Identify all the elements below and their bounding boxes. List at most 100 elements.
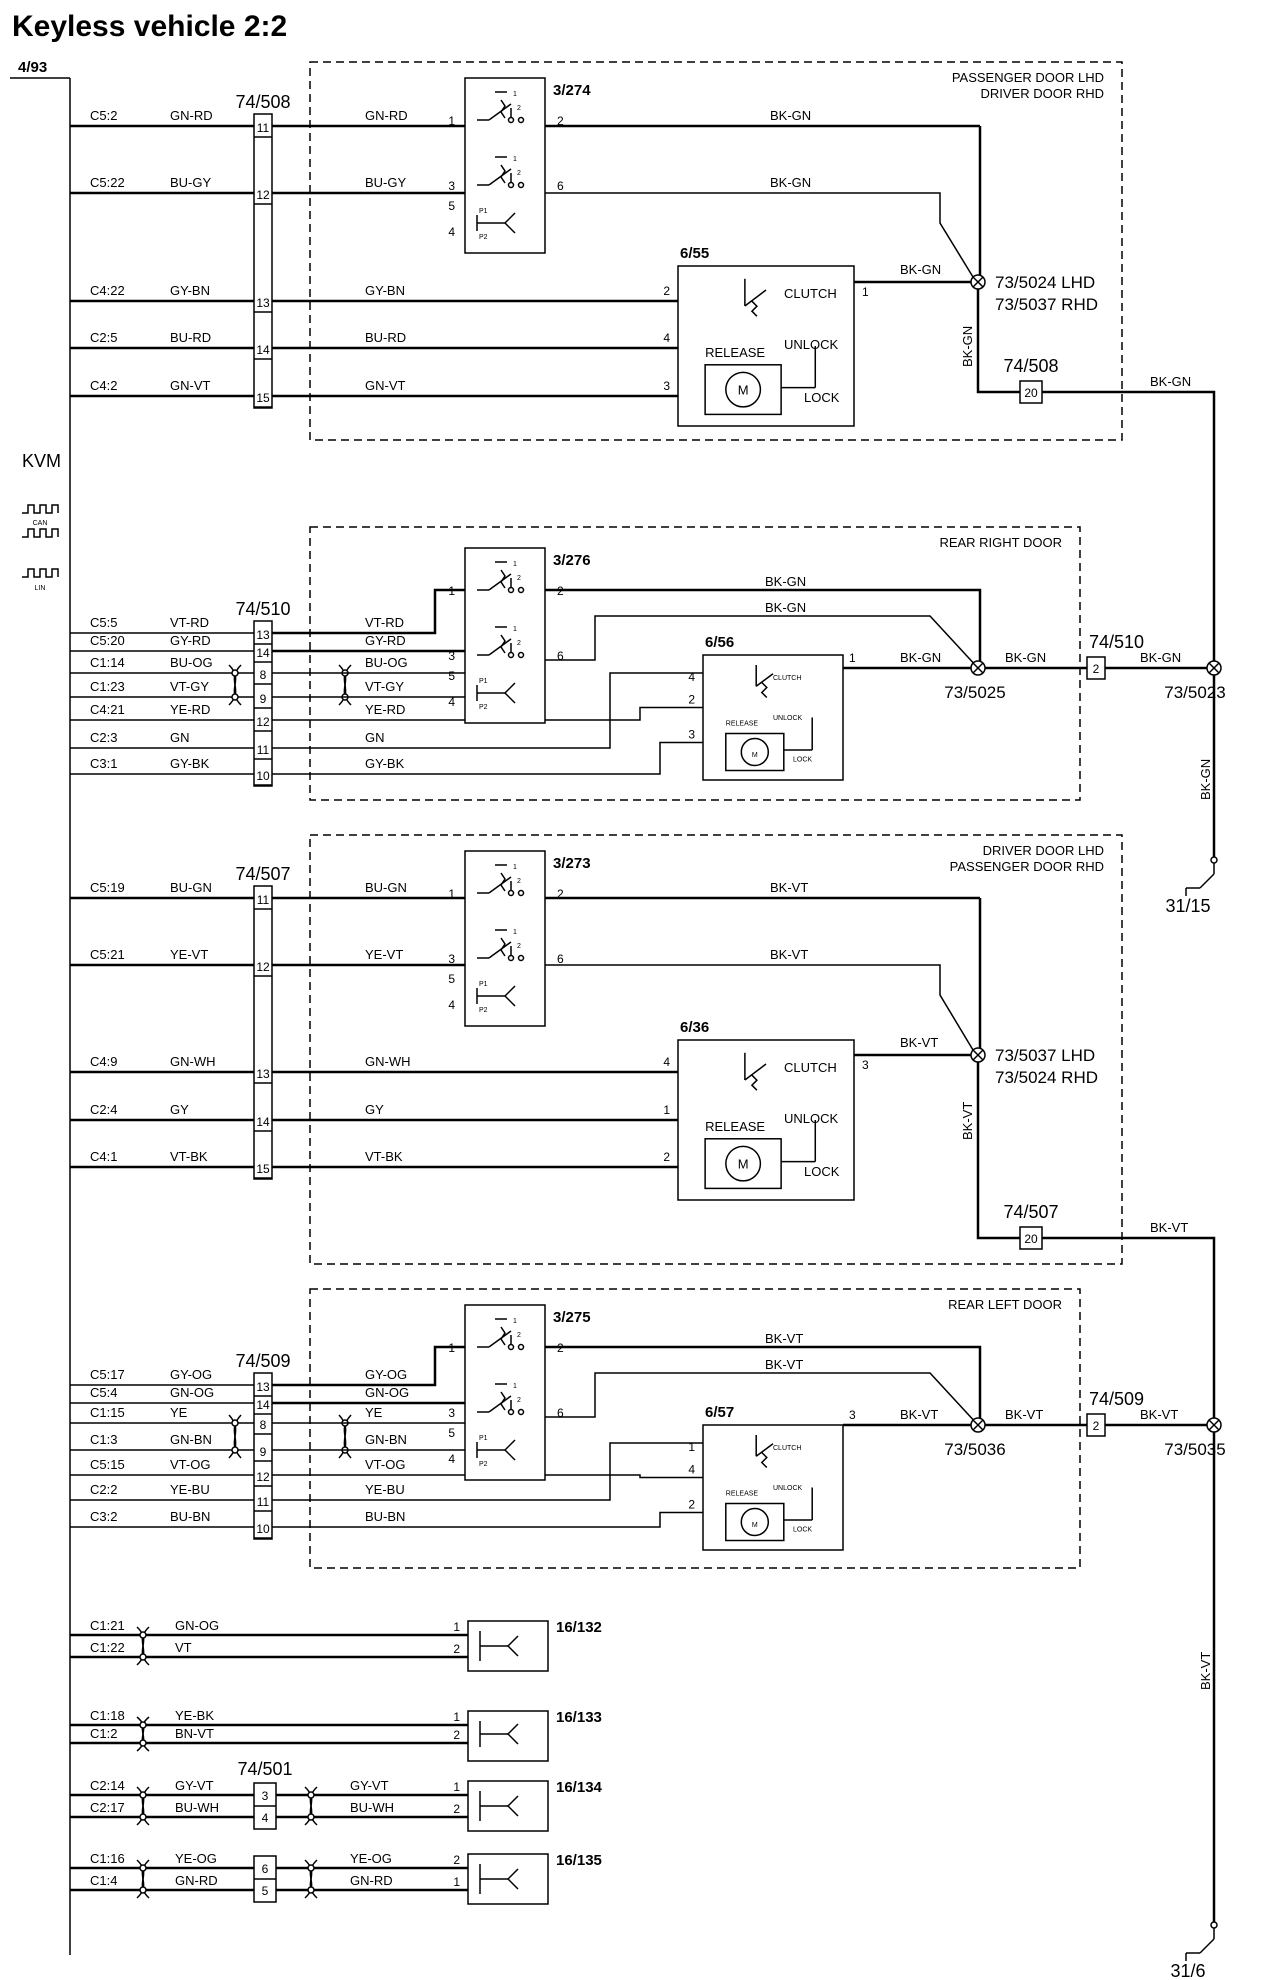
switch-pin-number: 6 — [557, 649, 564, 663]
switch-ref: 3/275 — [553, 1309, 591, 1326]
twist-node — [139, 1721, 147, 1729]
switch-contact-label: 1 — [513, 864, 517, 871]
wire-color: YE-BU — [170, 1482, 210, 1497]
switch-contact-label: 2 — [517, 1332, 521, 1339]
wire-color: GY-OG — [365, 1367, 407, 1382]
twist-strand — [228, 664, 242, 706]
lock-lock-label: LOCK — [804, 1164, 840, 1179]
twisted-pair-icon — [136, 1716, 150, 1752]
switch-blade — [488, 103, 512, 121]
switch-spring — [500, 634, 506, 654]
switch-contact-label: 1 — [513, 561, 517, 568]
wire-color: YE-RD — [170, 702, 210, 717]
inline-connector-ref: 74/508 — [1003, 356, 1058, 376]
main-splice — [1206, 1417, 1222, 1433]
wire-color: BK-GN — [1140, 650, 1181, 665]
lock-pin-number: 2 — [688, 693, 695, 707]
switch-node — [517, 1408, 525, 1416]
switch-spring — [500, 1391, 506, 1411]
wire-color: BK-GN — [1005, 650, 1046, 665]
module-pin: C4:21 — [90, 702, 125, 717]
wire-color: YE-VT — [365, 947, 403, 962]
switch-pin-number: 1 — [448, 1341, 455, 1355]
connector-pin: 10 — [256, 769, 270, 783]
twist-strand — [228, 1414, 242, 1459]
antenna-pin-label: P2 — [479, 704, 488, 711]
wire-color: GN-OG — [175, 1618, 219, 1633]
twist-node — [139, 1886, 147, 1894]
connector-pin: 15 — [256, 1162, 270, 1176]
splice-label: 73/5024 LHD — [995, 273, 1095, 292]
lock-pin-number: 1 — [663, 1103, 670, 1117]
switch-pin-number: 4 — [448, 998, 455, 1012]
switch-node — [517, 889, 525, 897]
wire-color: GN-OG — [170, 1385, 214, 1400]
wire-color: BK-VT — [960, 1102, 975, 1140]
module-pin: C5:22 — [90, 175, 125, 190]
switch-blade — [488, 941, 512, 959]
antenna-pin-label: P1 — [479, 208, 488, 215]
lock-pin-number: 3 — [849, 1408, 856, 1422]
connector-ref: 74/507 — [235, 864, 290, 884]
switch-ref: 3/276 — [553, 552, 591, 569]
wire-color: BK-GN — [1198, 759, 1213, 800]
module-pin: C1:15 — [90, 1405, 125, 1420]
door-splice — [970, 660, 986, 676]
antenna-icon — [504, 1439, 516, 1451]
clutch-blade — [755, 673, 774, 687]
connector-body — [253, 885, 273, 1180]
door-zone-label: DRIVER DOOR RHD — [980, 86, 1104, 101]
antenna-pin-label: P2 — [479, 1007, 488, 1014]
switch-output-wire — [545, 964, 974, 1051]
module-pin: C5:2 — [90, 108, 117, 123]
connector-pin: 8 — [260, 1418, 267, 1432]
lock-pin-number: 3 — [663, 379, 670, 393]
wire-color: GN-BN — [365, 1432, 407, 1447]
switch-node — [517, 116, 525, 124]
wire-color: BK-VT — [1150, 1220, 1188, 1235]
connector-pin: 14 — [256, 646, 270, 660]
inline-connector-pin: 2 — [1093, 662, 1100, 676]
switch-node — [517, 586, 525, 594]
switch-pin-number: 4 — [448, 695, 455, 709]
splice-cross — [972, 662, 984, 674]
connector-ref: 74/501 — [237, 1759, 292, 1779]
wire-color: BU-GY — [365, 175, 407, 190]
wire-color: GN-BN — [170, 1432, 212, 1447]
lock-clutch-label: CLUTCH — [773, 1445, 801, 1452]
switch-pin-number: 4 — [448, 1452, 455, 1466]
switch-node — [517, 651, 525, 659]
connector-pin: 4 — [262, 1811, 269, 1825]
connector-pin: 9 — [260, 692, 267, 706]
switch-spring — [500, 569, 506, 589]
ground-point: 31/15 — [1165, 856, 1218, 916]
clutch-spring — [760, 681, 768, 699]
switch-pin-number: 1 — [448, 114, 455, 128]
wire-color: BK-GN — [770, 108, 811, 123]
switch-spring — [500, 937, 506, 957]
door-zone-label: DRIVER DOOR LHD — [983, 843, 1104, 858]
twisted-pair-icon — [304, 1786, 318, 1826]
connector-pin: 13 — [256, 628, 270, 642]
twisted-pair-icon — [304, 1859, 318, 1899]
splice-label: 73/5037 RHD — [995, 295, 1098, 314]
switch-node — [507, 889, 515, 897]
switch-pin-number: 3 — [448, 179, 455, 193]
antenna-housing — [467, 1710, 549, 1762]
signal-wave-icon — [22, 504, 59, 514]
switch-contact-label: 2 — [517, 640, 521, 647]
antenna-ref: 16/135 — [556, 1852, 602, 1869]
module-pin: C1:18 — [90, 1708, 125, 1723]
wire-color: BK-VT — [765, 1357, 803, 1372]
module-pin: C4:2 — [90, 378, 117, 393]
inline-connector-ref: 74/509 — [1089, 1389, 1144, 1409]
twist-strand — [136, 1859, 150, 1899]
lock-pin-number: 3 — [688, 728, 695, 742]
antenna-icon — [504, 985, 516, 997]
